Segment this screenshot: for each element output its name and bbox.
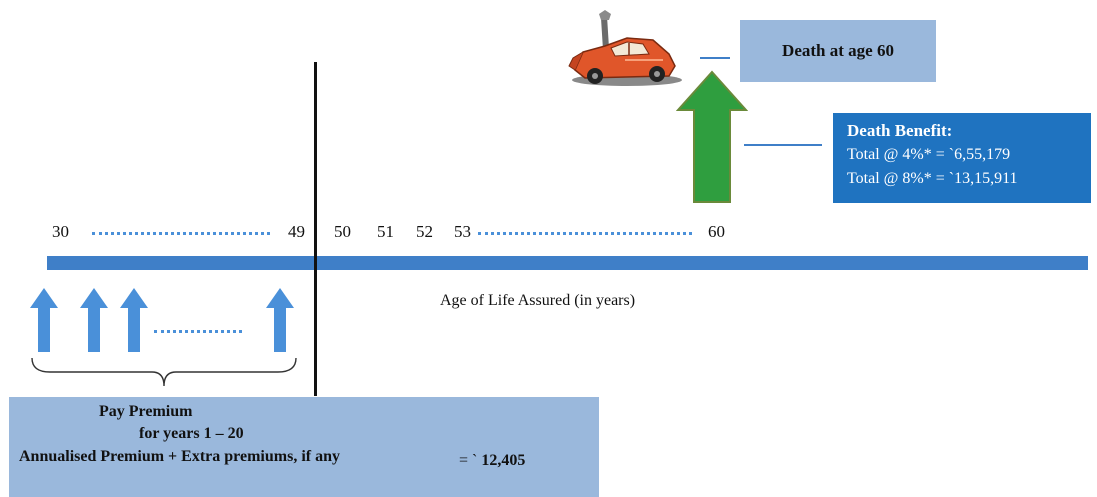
death-connector-line [700, 57, 730, 59]
benefit-line-4pct: Total @ 4%* = `6,55,179 [847, 143, 1091, 167]
benefit-line-8pct: Total @ 8%* = `13,15,911 [847, 167, 1091, 191]
premium-arrow-icon [80, 288, 108, 352]
premium-amount: = ` 12,405 [459, 452, 525, 470]
premium-payment-box: Pay Premium for years 1 – 20 Annualised … [9, 397, 599, 497]
premium-brace [31, 357, 297, 387]
premium-line-2: for years 1 – 20 [139, 425, 244, 442]
age-tick-30: 30 [52, 222, 69, 241]
age-tick-49: 49 [288, 222, 305, 241]
age-tick-52: 52 [416, 222, 433, 241]
dotted-gap-30-49 [92, 232, 270, 235]
benefit-arrow-icon [676, 70, 748, 203]
premium-amount-prefix: = ` [459, 452, 478, 469]
age-tick-53: 53 [454, 222, 471, 241]
benefit-8pct-label: Total @ 8%* = ` [847, 170, 955, 187]
benefit-4pct-value: 6,55,179 [954, 146, 1011, 163]
age-tick-50: 50 [334, 222, 351, 241]
death-benefit-box: Death Benefit: Total @ 4%* = `6,55,179 T… [833, 113, 1091, 203]
age-timeline-bar [47, 256, 1088, 270]
benefit-8pct-value: 13,15,911 [954, 170, 1018, 187]
death-event-box: Death at age 60 [740, 20, 936, 82]
premium-arrow-icon [266, 288, 294, 352]
death-benefit-title: Death Benefit: [847, 121, 953, 140]
premium-amount-value: 12,405 [481, 452, 526, 469]
age-tick-51: 51 [377, 222, 394, 241]
benefit-connector-line [744, 144, 822, 146]
premium-line-3: Annualised Premium + Extra premiums, if … [19, 448, 340, 465]
benefit-4pct-label: Total @ 4%* = ` [847, 146, 955, 163]
car-crash-icon [568, 10, 682, 86]
dotted-gap-53-60 [478, 232, 692, 235]
premium-end-divider [314, 62, 317, 396]
dotted-gap-premium-arrows [154, 330, 242, 333]
premium-arrow-icon [120, 288, 148, 352]
premium-arrow-icon [30, 288, 58, 352]
age-tick-60: 60 [708, 222, 725, 241]
premium-line-1: Pay Premium [99, 403, 193, 420]
age-axis-label: Age of Life Assured (in years) [440, 292, 636, 309]
death-event-label: Death at age 60 [782, 41, 894, 60]
premium-arrows [30, 288, 294, 352]
